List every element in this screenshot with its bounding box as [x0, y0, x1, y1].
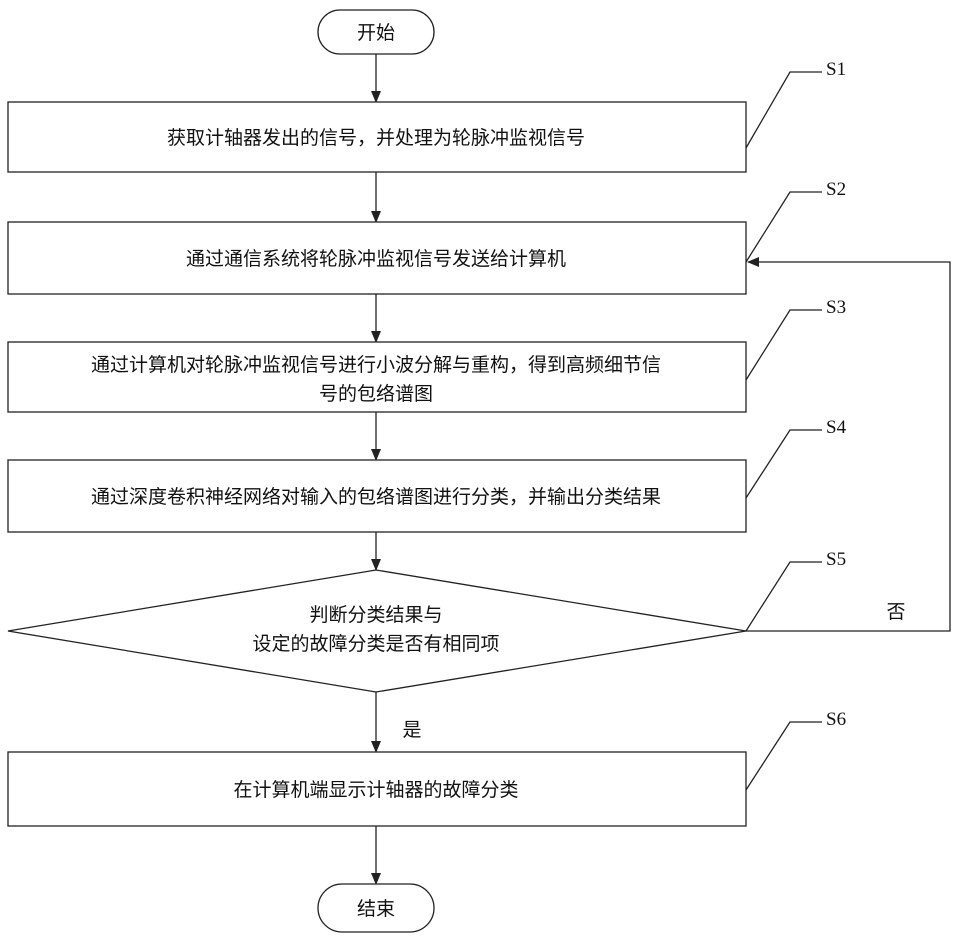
step-s3-text-line2: 号的包络谱图 — [319, 383, 433, 405]
leader-s6 — [746, 722, 822, 790]
leader-s1 — [746, 72, 822, 148]
step-id-s5: S5 — [826, 549, 846, 570]
step-id-s4: S4 — [826, 417, 847, 438]
step-id-s6: S6 — [826, 709, 846, 730]
yes-label: 是 — [402, 719, 421, 741]
step-id-s2: S2 — [826, 179, 846, 200]
leader-s3 — [746, 310, 822, 380]
step-s2-text: 通过通信系统将轮脉冲监视信号发送给计算机 — [186, 248, 566, 270]
step-id-s1: S1 — [826, 59, 846, 80]
end-label: 结束 — [357, 898, 395, 920]
step-s6-text: 在计算机端显示计轴器的故障分类 — [233, 779, 518, 801]
leader-s4 — [746, 430, 822, 498]
decision-s5-text-line2: 设定的故障分类是否有相同项 — [252, 633, 499, 655]
step-s4-text: 通过深度卷积神经网络对输入的包络谱图进行分类，并输出分类结果 — [91, 486, 661, 508]
step-s1-text: 获取计轴器发出的信号，并处理为轮脉冲监视信号 — [167, 127, 585, 149]
step-id-s3: S3 — [826, 297, 846, 318]
no-label: 否 — [886, 601, 905, 623]
step-s3-text-line1: 通过计算机对轮脉冲监视信号进行小波分解与重构，得到高频细节信 — [91, 354, 661, 376]
leader-s2 — [746, 192, 822, 262]
decision-s5-diamond — [8, 570, 746, 692]
start-label: 开始 — [357, 22, 395, 44]
decision-s5-text-line1: 判断分类结果与 — [309, 604, 442, 626]
leader-s5 — [746, 562, 822, 631]
arrow-s5-no-loop-to-s2 — [746, 262, 950, 631]
